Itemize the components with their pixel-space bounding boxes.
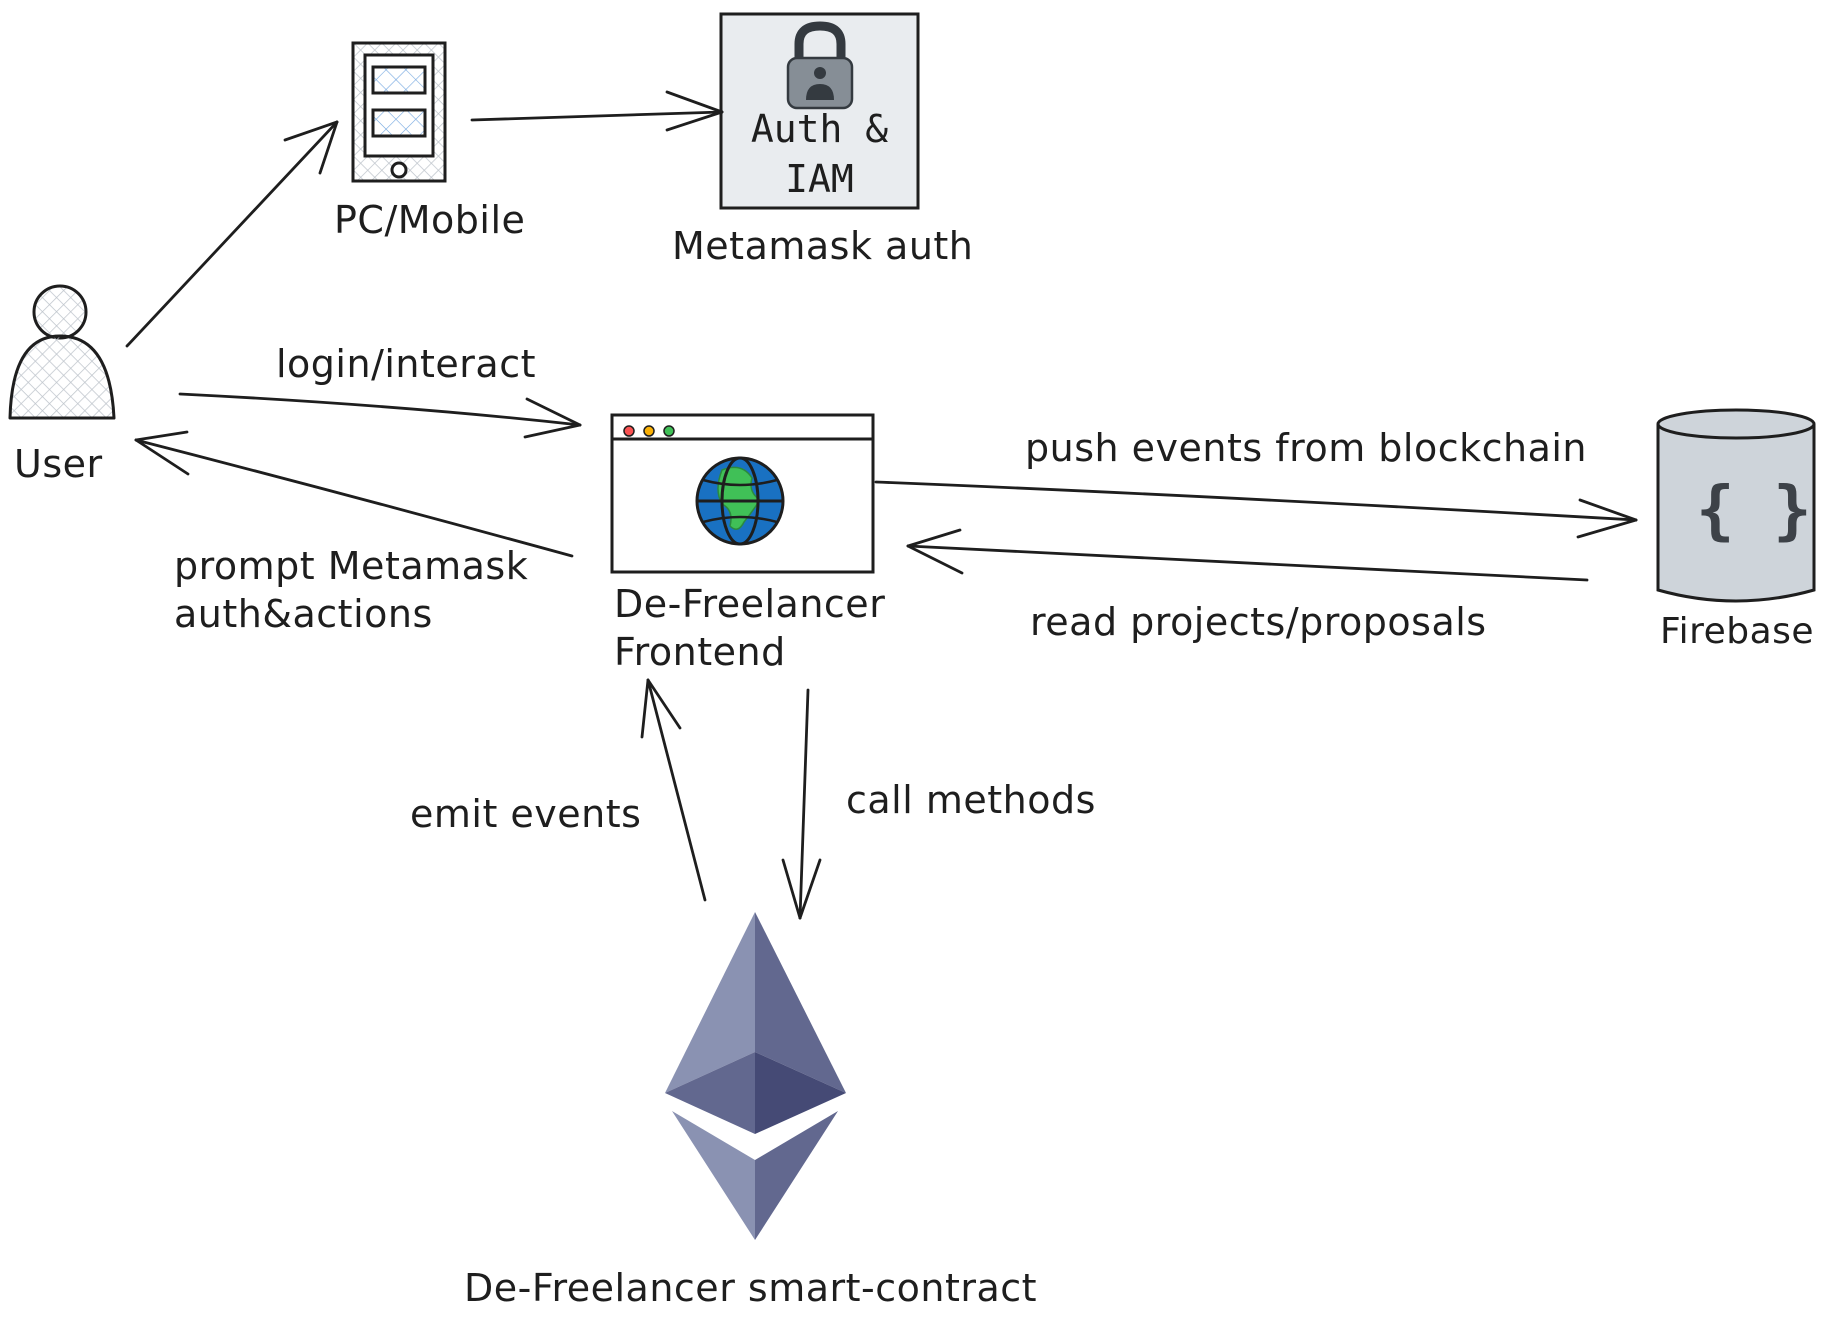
push-events-label: push events from blockchain [1025,426,1588,470]
arrow-device-to-auth [470,90,724,132]
call-methods-label: call methods [846,778,1096,822]
read-projects-label: read projects/proposals [1030,600,1487,644]
arrow-emit-events [640,678,707,902]
frontend-label-line2: Frontend [614,630,786,674]
login-interact-label: login/interact [276,342,536,386]
arrow-user-to-device [125,120,339,348]
frontend-label-line1: De-Freelancer [614,582,886,626]
arrow-prompt-metamask [134,430,574,558]
database-icon [1656,408,1816,603]
auth-box-title-line1: Auth & [750,107,889,151]
ethereum-icon [665,912,846,1240]
arrow-login-interact [178,392,582,439]
contract-label: De-Freelancer smart-contract [464,1266,1038,1310]
browser-window-icon [610,413,875,574]
arrow-push-events [874,480,1638,539]
arrow-call-methods [781,688,822,920]
prompt-label-line2: auth&actions [174,592,433,636]
emit-events-label: emit events [410,792,642,836]
prompt-label-line1: prompt Metamask [174,544,529,588]
auth-box-title-line2: IAM [785,157,854,201]
device-label: PC/Mobile [334,198,526,242]
firebase-braces: { } [1696,474,1812,548]
globe-icon [695,456,785,546]
firebase-label: Firebase [1660,611,1815,652]
auth-box [719,12,920,210]
user-label: User [14,442,103,486]
lock-icon [786,21,854,110]
arrow-read-projects [906,528,1589,582]
device-icon [351,41,447,183]
auth-label: Metamask auth [672,224,974,268]
user-icon [8,284,116,420]
